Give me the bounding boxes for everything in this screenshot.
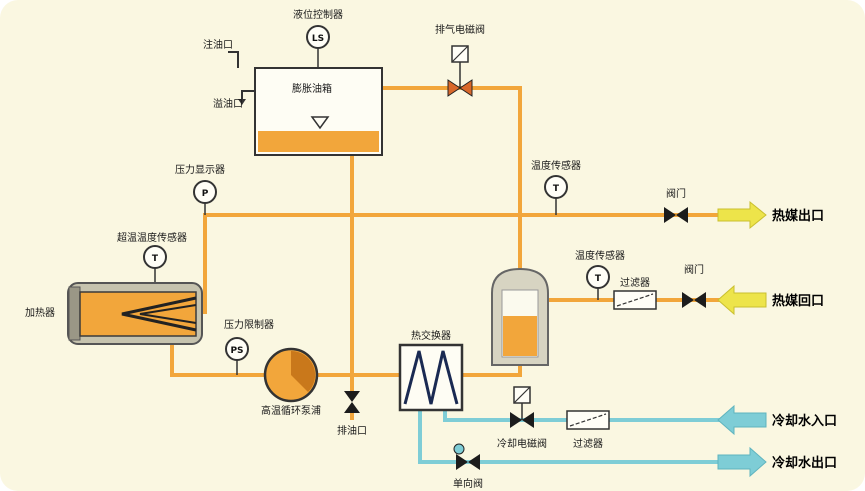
level-indicator-icon (310, 116, 330, 130)
pressure-display-gauge (193, 180, 217, 204)
cooling-inlet-label: 冷却水入口 (772, 413, 837, 429)
return-valve-label: 阀门 (684, 263, 704, 276)
pipe-cooling-inlet (443, 410, 732, 422)
heater-core (79, 291, 197, 337)
return-valve-icon (682, 292, 706, 308)
return-filter-mesh-icon (616, 293, 654, 307)
exhaust-solenoid-coil-diagonal (451, 45, 469, 63)
pressure-display-tag: P (202, 189, 209, 199)
heater-element-icon (121, 296, 197, 332)
exhaust-solenoid-label: 排气电磁阀 (435, 23, 485, 36)
pipe-cooling-outlet (418, 410, 732, 464)
pipe-exchanger-to-vessel (462, 363, 522, 377)
cooling-outlet-label: 冷却水出口 (772, 455, 837, 471)
overtemp-sensor-gauge (143, 245, 167, 269)
hot-return-arrow (717, 284, 767, 316)
supply-valve-label: 阀门 (666, 187, 686, 200)
hot-return-label: 热媒回口 (772, 293, 824, 309)
temp-sensor-supply-gauge (544, 175, 568, 199)
expansion-tank-liquid (258, 131, 379, 152)
drain-port-label: 排油口 (337, 424, 367, 437)
pump-impeller-icon (291, 350, 316, 392)
expansion-tank-label: 膨胀油箱 (292, 82, 332, 95)
check-valve-label: 单向阀 (453, 477, 483, 490)
check-valve-ball-icon (453, 443, 465, 455)
separator-liquid (503, 316, 537, 356)
pressure-limiter-tag: PS (230, 346, 243, 356)
overflow-port-label: 溢油口 (213, 97, 243, 110)
drain-valve-icon (344, 391, 360, 413)
cooling-inlet-arrow (717, 404, 767, 436)
hot-outlet-label: 热媒出口 (772, 208, 824, 224)
heat-exchanger-label: 热交换器 (411, 329, 451, 342)
oil-overflow-spout-icon (238, 99, 246, 105)
temp-sensor-return-tag: T (595, 274, 602, 284)
cooling-filter-mesh-icon (569, 413, 607, 427)
oil-overflow-port-pipe (241, 90, 255, 99)
level-controller-tag: LS (312, 34, 324, 44)
cooling-filter-label: 过滤器 (573, 437, 603, 450)
overtemp-sensor-tag: T (152, 254, 159, 264)
cooling-solenoid-valve-icon (510, 412, 534, 428)
heat-exchanger-plates-icon (403, 350, 459, 405)
cool-pipes (418, 410, 732, 464)
pressure-display-label: 压力显示器 (175, 163, 225, 176)
level-controller-gauge (306, 25, 330, 49)
cooling-outlet-arrow (717, 446, 767, 478)
level-controller-label: 液位控制器 (293, 8, 343, 21)
pipe-heater-to-pump (170, 344, 267, 377)
pressure-limiter-gauge (225, 337, 249, 361)
heater-label: 加热器 (25, 306, 55, 319)
overtemp-sensor-label: 超温温度传感器 (117, 231, 187, 244)
pressure-limiter-label: 压力限制器 (224, 318, 274, 331)
pump-label: 高温循环泵浦 (261, 404, 321, 417)
fill-port-label: 注油口 (203, 38, 233, 51)
heater-element-inner-icon (139, 304, 197, 324)
check-valve-icon (456, 454, 480, 470)
pipe-exhaust-line (382, 86, 522, 269)
hot-outlet-arrow (717, 200, 767, 230)
heater-flange (68, 286, 81, 341)
temp-sensor-supply-label: 温度传感器 (531, 159, 581, 172)
exhaust-solenoid-valve-icon (447, 79, 473, 97)
supply-valve-icon (664, 207, 688, 223)
instrument-stems (154, 48, 599, 420)
return-filter-label: 过滤器 (620, 276, 650, 289)
temp-sensor-supply-tag: T (553, 184, 560, 194)
temp-sensor-return-gauge (586, 265, 610, 289)
cooling-solenoid-label: 冷却电磁阀 (497, 437, 547, 450)
cooling-solenoid-coil-diagonal (513, 386, 531, 404)
oil-fill-port-pipe (228, 51, 239, 68)
hot-pipes (170, 86, 722, 420)
temp-sensor-return-label: 温度传感器 (575, 249, 625, 262)
